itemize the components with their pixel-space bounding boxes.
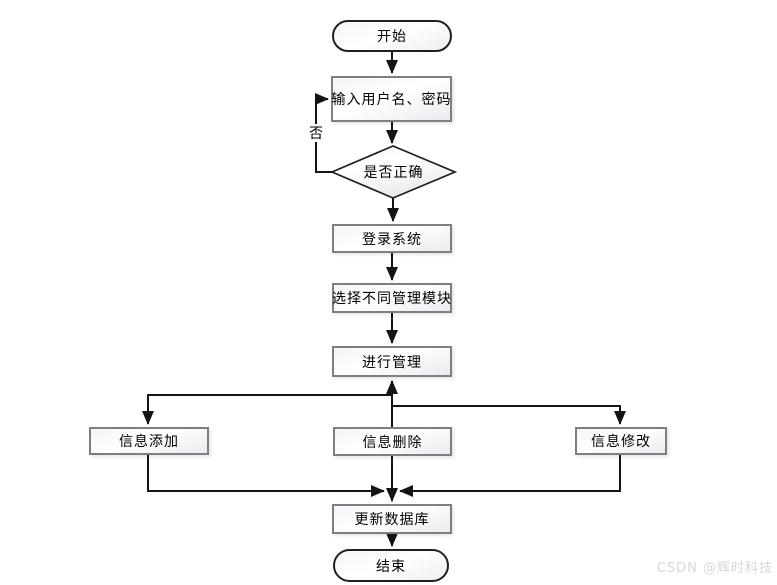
edge-label-no: 否 bbox=[306, 124, 326, 142]
node-start: 开始 bbox=[332, 20, 452, 52]
node-manage-label: 进行管理 bbox=[362, 354, 422, 371]
node-info-modify: 信息修改 bbox=[575, 427, 667, 455]
node-info-delete: 信息删除 bbox=[333, 427, 452, 456]
node-info-delete-label: 信息删除 bbox=[362, 434, 423, 451]
node-update-database: 更新数据库 bbox=[332, 504, 452, 534]
node-start-label: 开始 bbox=[377, 29, 407, 45]
node-login-system: 登录系统 bbox=[332, 224, 452, 253]
node-select-module-label: 选择不同管理模块 bbox=[332, 291, 452, 307]
node-decision-correct: 是否正确 bbox=[332, 146, 455, 198]
node-end-label: 结束 bbox=[376, 558, 406, 575]
node-manage: 进行管理 bbox=[332, 346, 452, 377]
node-login-system-label: 登录系统 bbox=[362, 231, 422, 248]
node-info-add-label: 信息添加 bbox=[119, 434, 179, 450]
node-update-database-label: 更新数据库 bbox=[354, 512, 430, 528]
node-info-modify-label: 信息修改 bbox=[591, 434, 651, 450]
node-select-module: 选择不同管理模块 bbox=[332, 283, 452, 313]
node-input-credentials-label: 输入用户名、密码 bbox=[331, 92, 452, 108]
node-input-credentials: 输入用户名、密码 bbox=[331, 76, 452, 122]
node-info-add: 信息添加 bbox=[89, 427, 209, 455]
watermark-text: CSDN @辉时科技 bbox=[656, 561, 773, 576]
node-decision-correct-label: 是否正确 bbox=[363, 165, 424, 181]
node-end: 结束 bbox=[333, 549, 449, 582]
